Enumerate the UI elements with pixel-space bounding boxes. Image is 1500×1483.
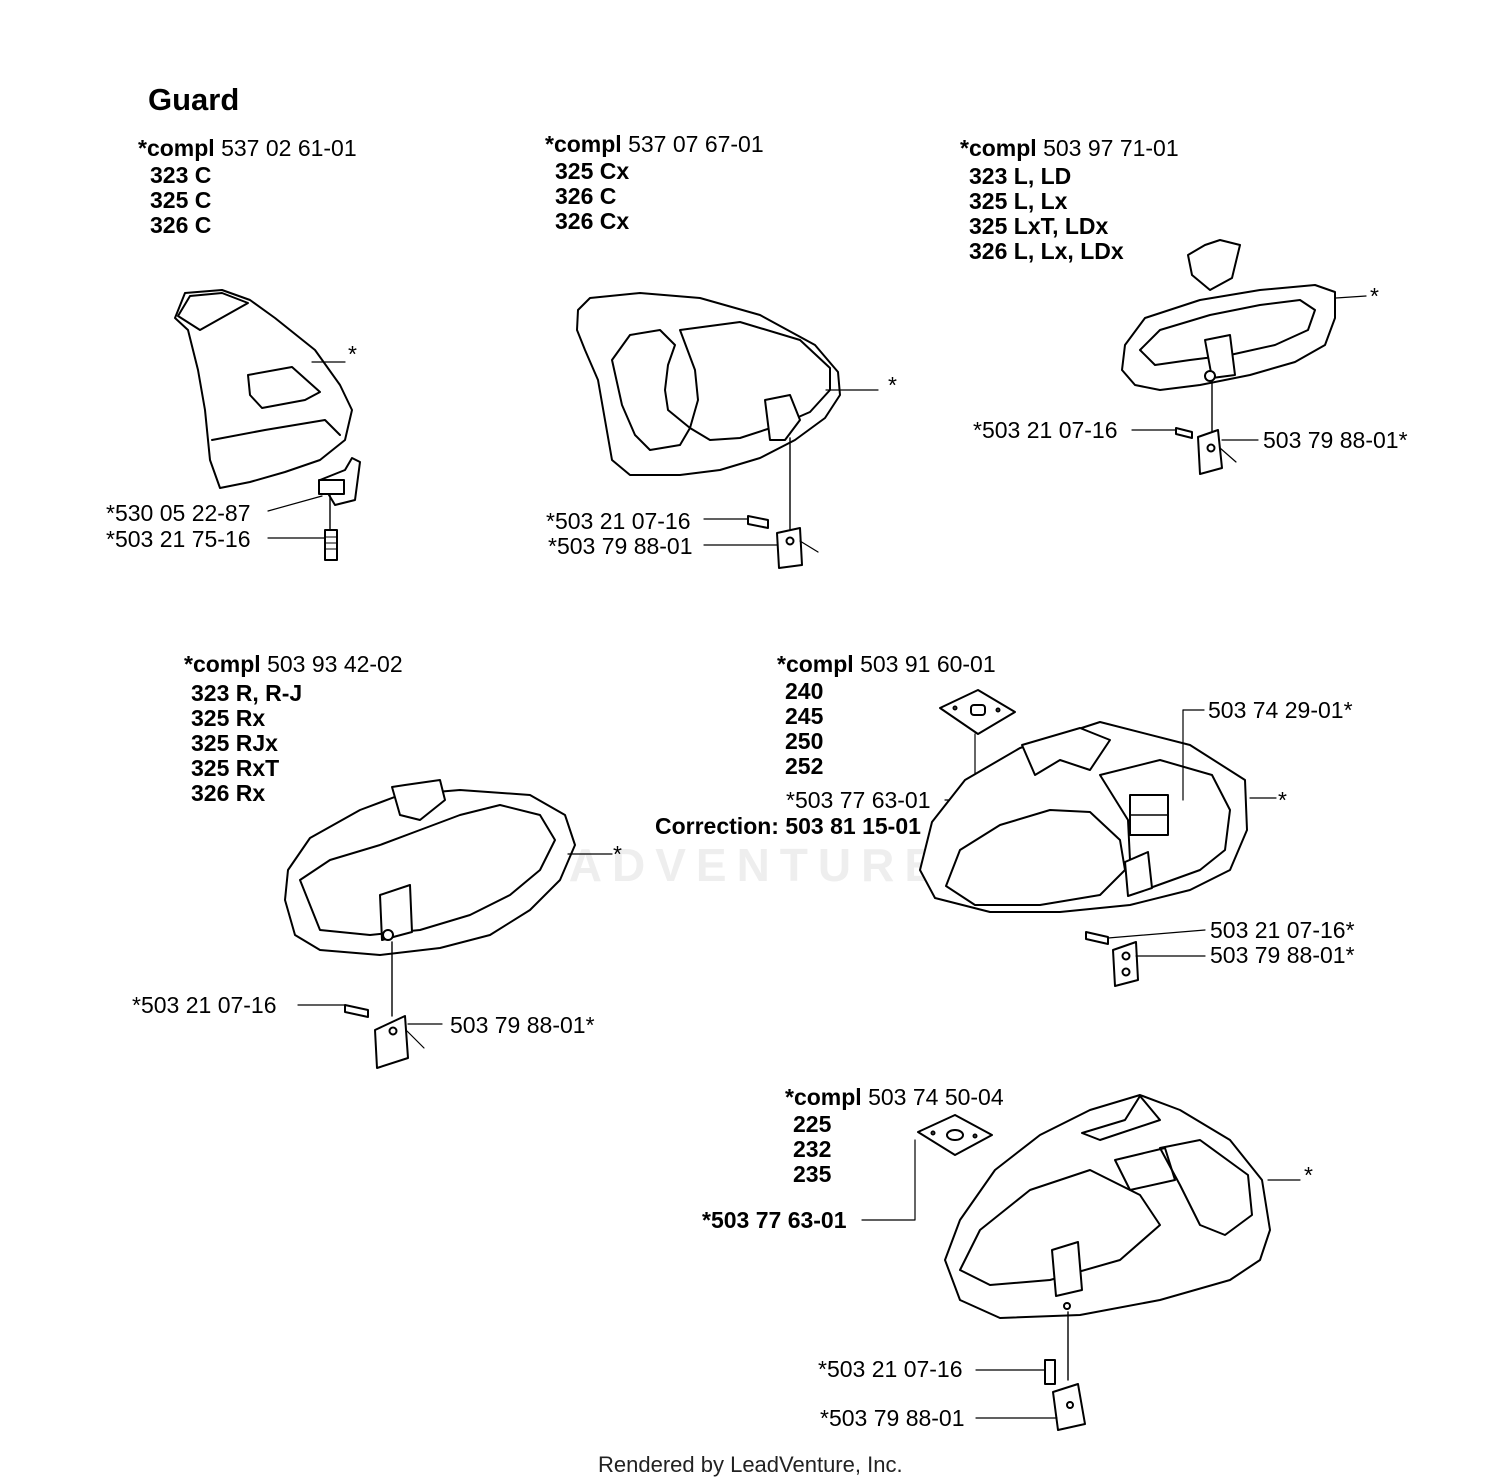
g4-star: * [613, 841, 622, 867]
group-2-header: *compl 537 07 67-01 325 Cx 326 C 326 Cx [545, 132, 764, 234]
guard-503-97-71-01 [1121, 239, 1367, 475]
footer-credit: Rendered by LeadVenture, Inc. [598, 1452, 903, 1477]
model-item: 245 [785, 703, 824, 729]
group-5-header: *compl 503 91 60-01 240 245 250 252 [777, 652, 996, 779]
model-item: 240 [785, 678, 824, 704]
g2-star: * [888, 372, 897, 398]
compl-label: *compl [777, 651, 854, 677]
g5-star: * [1278, 787, 1287, 813]
g3-part-b: 503 79 88-01* [1263, 427, 1408, 453]
compl-number: 537 02 61-01 [221, 135, 357, 161]
g6-star: * [1304, 1162, 1313, 1188]
model-item: 325 Cx [555, 158, 630, 184]
g4-part-a: *503 21 07-16 [132, 992, 277, 1018]
g5-part-b: 503 79 88-01* [1210, 942, 1355, 968]
model-item: 325 LxT, LDx [969, 213, 1109, 239]
compl-label: *compl [960, 135, 1037, 161]
model-item: 252 [785, 753, 824, 779]
model-item: 225 [793, 1111, 832, 1137]
model-item: 235 [793, 1161, 832, 1187]
g4-part-b: 503 79 88-01* [450, 1012, 595, 1038]
compl-number: 503 91 60-01 [860, 651, 996, 677]
model-item: 326 C [555, 183, 617, 209]
model-item: 325 Rx [191, 705, 266, 731]
g6-plate: *503 77 63-01 [702, 1207, 847, 1233]
g3-star: * [1370, 283, 1379, 309]
compl-label: *compl [138, 135, 215, 161]
g1-part-b: *503 21 75-16 [106, 526, 251, 552]
compl-number: 537 07 67-01 [628, 131, 764, 157]
guard-503-91-60-01 [919, 689, 1277, 987]
guard-503-93-42-02 [284, 779, 613, 1069]
model-item: 326 C [150, 212, 212, 238]
g2-part-b: *503 79 88-01 [548, 533, 693, 559]
group-3-header: *compl 503 97 71-01 323 L, LD 325 L, Lx … [960, 136, 1179, 264]
group-4-header: *compl 503 93 42-02 323 R, R-J 325 Rx 32… [184, 652, 403, 806]
model-item: 250 [785, 728, 824, 754]
page-title: Guard [148, 82, 240, 117]
model-item: 326 L, Lx, LDx [969, 238, 1124, 264]
model-item: 325 L, Lx [969, 188, 1068, 214]
compl-number: 503 93 42-02 [267, 651, 403, 677]
model-item: 323 C [150, 162, 212, 188]
guard-503-74-50-04 [861, 1094, 1301, 1431]
model-item: 326 Rx [191, 780, 266, 806]
compl-number: 503 97 71-01 [1043, 135, 1179, 161]
compl-label: *compl [785, 1084, 862, 1110]
compl-label: *compl [545, 131, 622, 157]
g3-part-a: *503 21 07-16 [973, 417, 1118, 443]
g6-part-a: *503 21 07-16 [818, 1356, 963, 1382]
g6-part-b: *503 79 88-01 [820, 1405, 965, 1431]
group-1-header: *compl 537 02 61-01 323 C 325 C 326 C [138, 136, 357, 238]
g5-part-top: 503 74 29-01* [1208, 697, 1353, 723]
compl-number: 503 74 50-04 [868, 1084, 1004, 1110]
g5-correction: Correction: 503 81 15-01 [655, 813, 921, 839]
g1-part-a: *530 05 22-87 [106, 500, 251, 526]
g5-part-a: 503 21 07-16* [1210, 917, 1355, 943]
model-item: 323 L, LD [969, 163, 1072, 189]
g5-plate: *503 77 63-01 [786, 787, 931, 813]
g1-star: * [348, 341, 357, 367]
model-item: 325 C [150, 187, 212, 213]
model-item: 326 Cx [555, 208, 630, 234]
model-item: 323 R, R-J [191, 680, 303, 706]
g2-part-a: *503 21 07-16 [546, 508, 691, 534]
model-item: 325 RxT [191, 755, 280, 781]
guard-537-02-61-01 [174, 289, 361, 561]
model-item: 325 RJx [191, 730, 278, 756]
group-6-header: *compl 503 74 50-04 225 232 235 [785, 1085, 1004, 1187]
compl-label: *compl [184, 651, 261, 677]
guard-537-07-67-01 [576, 292, 879, 569]
model-item: 232 [793, 1136, 832, 1162]
